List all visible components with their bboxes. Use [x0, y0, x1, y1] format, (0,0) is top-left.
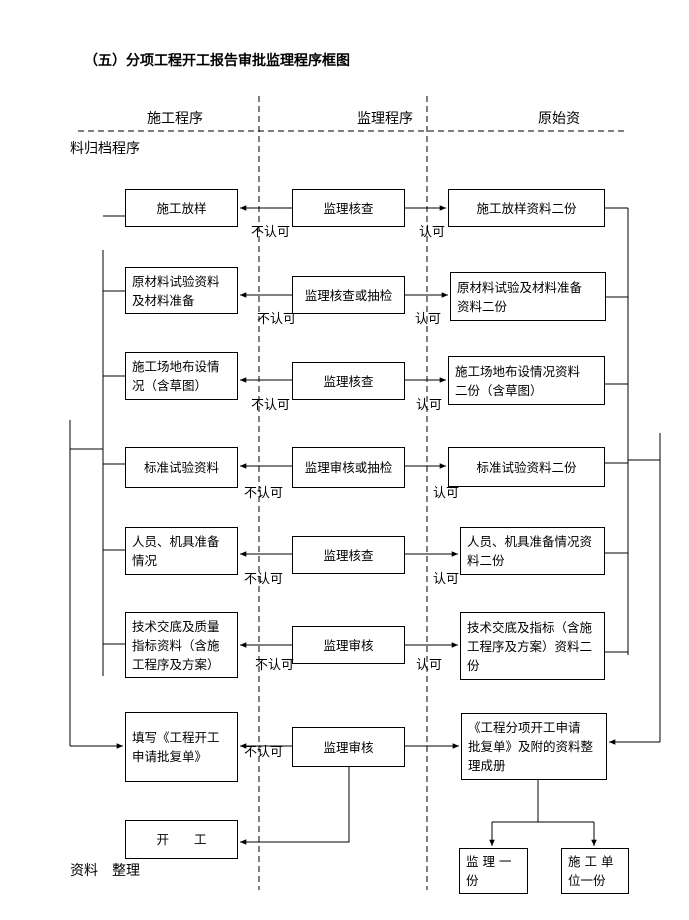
header-construction: 施工程序 — [147, 111, 203, 127]
label-approve: 认可 — [433, 572, 460, 587]
label-reject: 不认可 — [244, 572, 284, 587]
review-personnel-equipment: 监理核查 — [292, 536, 405, 574]
copy-contractor: 施 工 单 位一份 — [561, 848, 629, 894]
step-technical-briefing: 技术交底及质量 指标资料（含施 工程序及方案） — [125, 612, 238, 678]
archive-standard-tests: 标准试验资料二份 — [448, 447, 605, 487]
label-reject: 不认可 — [257, 312, 297, 327]
review-technical-briefing: 监理审核 — [292, 626, 405, 664]
step-survey-setout: 施工放样 — [125, 189, 238, 227]
label-reject: 不认可 — [244, 486, 284, 501]
header-supervision: 监理程序 — [357, 111, 413, 127]
step-site-layout: 施工场地布设情 况（含草图） — [125, 352, 238, 400]
header-archive-continued: 料归档程序 — [70, 141, 140, 157]
review-application: 监理审核 — [292, 727, 405, 767]
label-reject: 不认可 — [244, 745, 284, 760]
step-personnel-equipment: 人员、机具准备 情况 — [125, 527, 238, 575]
page-title: （五）分项工程开工报告审批监理程序框图 — [84, 53, 350, 69]
archive-material-tests: 原材料试验及材料准备 资料二份 — [450, 272, 606, 321]
archive-site-layout: 施工场地布设情况资料 二份（含草图） — [448, 356, 605, 405]
step-commence-work: 开 工 — [125, 820, 238, 859]
label-approve: 认可 — [416, 398, 443, 413]
archive-technical-briefing: 技术交底及指标（含施 工程序及方案）资料二 份 — [460, 612, 605, 680]
archive-bound-application: 《工程分项开工申请 批复单》及附的资料整 理成册 — [461, 713, 607, 780]
footer-label: 资料 整理 — [70, 863, 140, 879]
archive-personnel-equipment: 人员、机具准备情况资 料二份 — [460, 527, 605, 575]
label-approve: 认可 — [415, 312, 442, 327]
label-approve: 认可 — [419, 225, 446, 240]
label-approve: 认可 — [416, 658, 443, 673]
header-archive: 原始资 — [538, 111, 580, 127]
review-site-layout: 监理核查 — [292, 362, 405, 400]
copy-supervision: 监 理 一 份 — [459, 848, 528, 894]
step-material-tests: 原材料试验资料 及材料准备 — [125, 267, 238, 314]
label-reject: 不认可 — [251, 225, 291, 240]
step-standard-tests: 标准试验资料 — [125, 447, 238, 488]
review-survey-setout: 监理核查 — [292, 189, 405, 227]
review-material-tests: 监理核查或抽检 — [292, 276, 405, 314]
label-reject: 不认可 — [255, 658, 295, 673]
label-approve: 认可 — [433, 486, 460, 501]
label-reject: 不认可 — [251, 398, 291, 413]
step-fill-application-form: 填写《工程开工 申请批复单》 — [125, 712, 238, 782]
review-standard-tests: 监理审核或抽检 — [292, 447, 405, 488]
archive-survey-setout: 施工放样资料二份 — [448, 189, 605, 227]
